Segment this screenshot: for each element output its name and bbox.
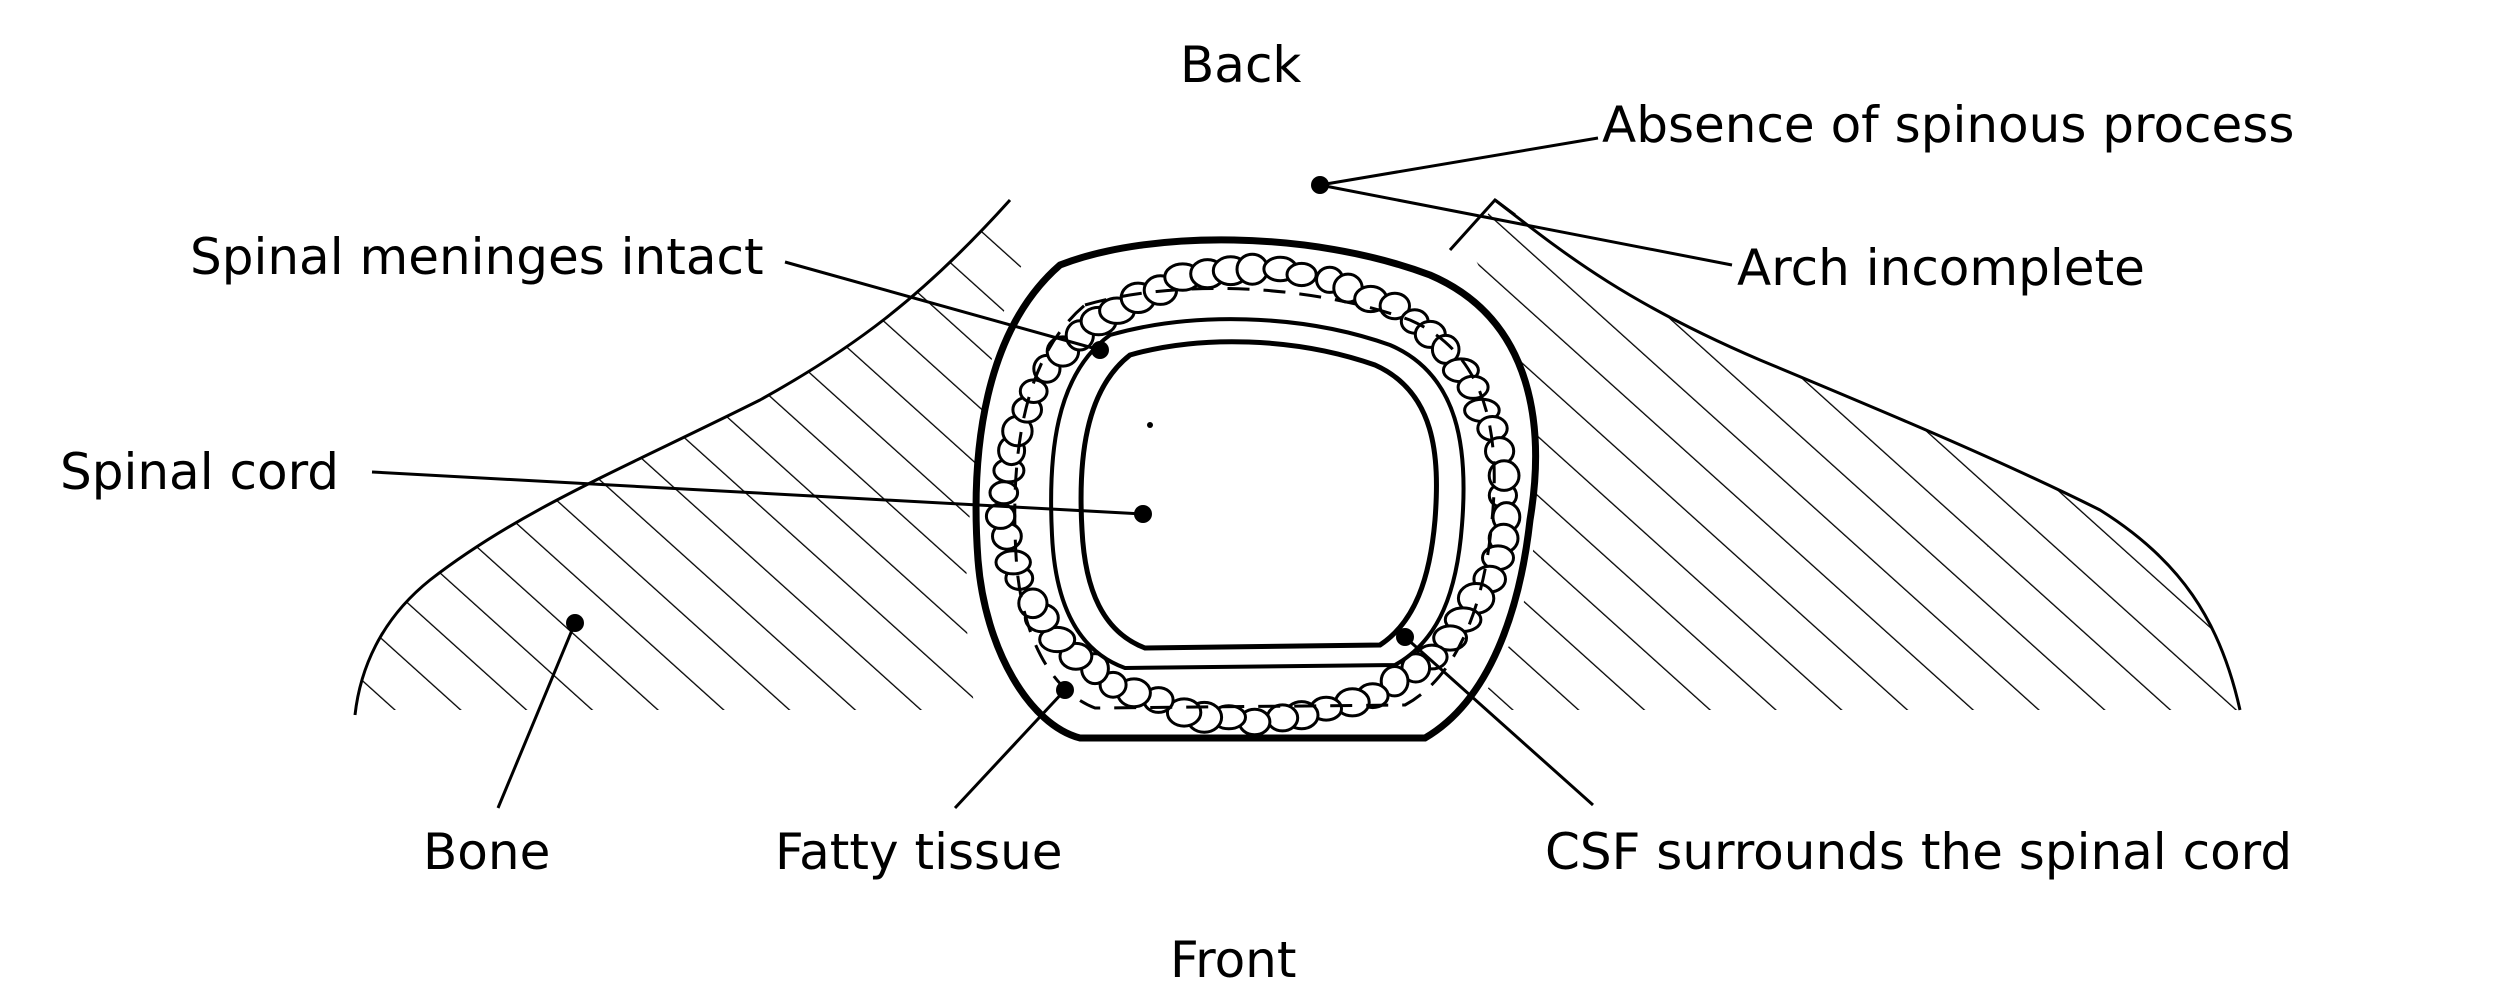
fat-globule (1017, 587, 1049, 620)
leader-absence (1319, 136, 1599, 187)
leader-dots (566, 176, 1414, 699)
label-spinal-meninges-intact: Spinal meninges intact (190, 228, 764, 286)
right-bone (1470, 200, 2240, 710)
label-csf: CSF surrounds the spinal cord (1545, 823, 2293, 881)
dot-bone (566, 614, 584, 632)
dot-meninges (1091, 341, 1109, 359)
label-front: Front (1170, 931, 1297, 989)
leader-bone (496, 622, 577, 809)
dot-cord (1134, 505, 1152, 523)
fat-globule (1432, 624, 1468, 652)
fat-globule (1285, 261, 1318, 288)
dot-csf (1396, 628, 1414, 646)
label-absence-of-spinous-process: Absence of spinous process (1602, 96, 2295, 154)
leader-csf (1404, 635, 1594, 807)
dot-fatty (1056, 681, 1074, 699)
fat-globule (988, 480, 1020, 506)
fat-globule (1456, 374, 1490, 400)
leader-lines (371, 136, 1733, 810)
label-fatty-tissue: Fatty tissue (775, 823, 1063, 881)
spinal-cord (1078, 339, 1439, 651)
fat-globule (1487, 459, 1521, 492)
left-bone-outline (353, 198, 1012, 716)
leader-fatty (953, 688, 1067, 810)
label-spinal-cord: Spinal cord (60, 443, 339, 501)
leader-meninges (784, 260, 1101, 352)
fat-globule (1038, 625, 1077, 654)
fat-globule (1265, 703, 1300, 733)
fat-globule (994, 549, 1032, 576)
arch-tip (1448, 197, 1516, 252)
label-bone: Bone (423, 823, 551, 881)
fatty-tissue-globules (984, 252, 1522, 737)
left-bone (355, 200, 1030, 710)
leader-arch (1319, 183, 1733, 267)
label-back: Back (1180, 36, 1302, 94)
cord-center-mark (1147, 422, 1153, 428)
right-bone-outline (1494, 198, 2242, 711)
dot-absence (1311, 176, 1329, 194)
label-arch-incomplete: Arch incomplete (1737, 239, 2145, 297)
leader-cord (371, 470, 1144, 516)
